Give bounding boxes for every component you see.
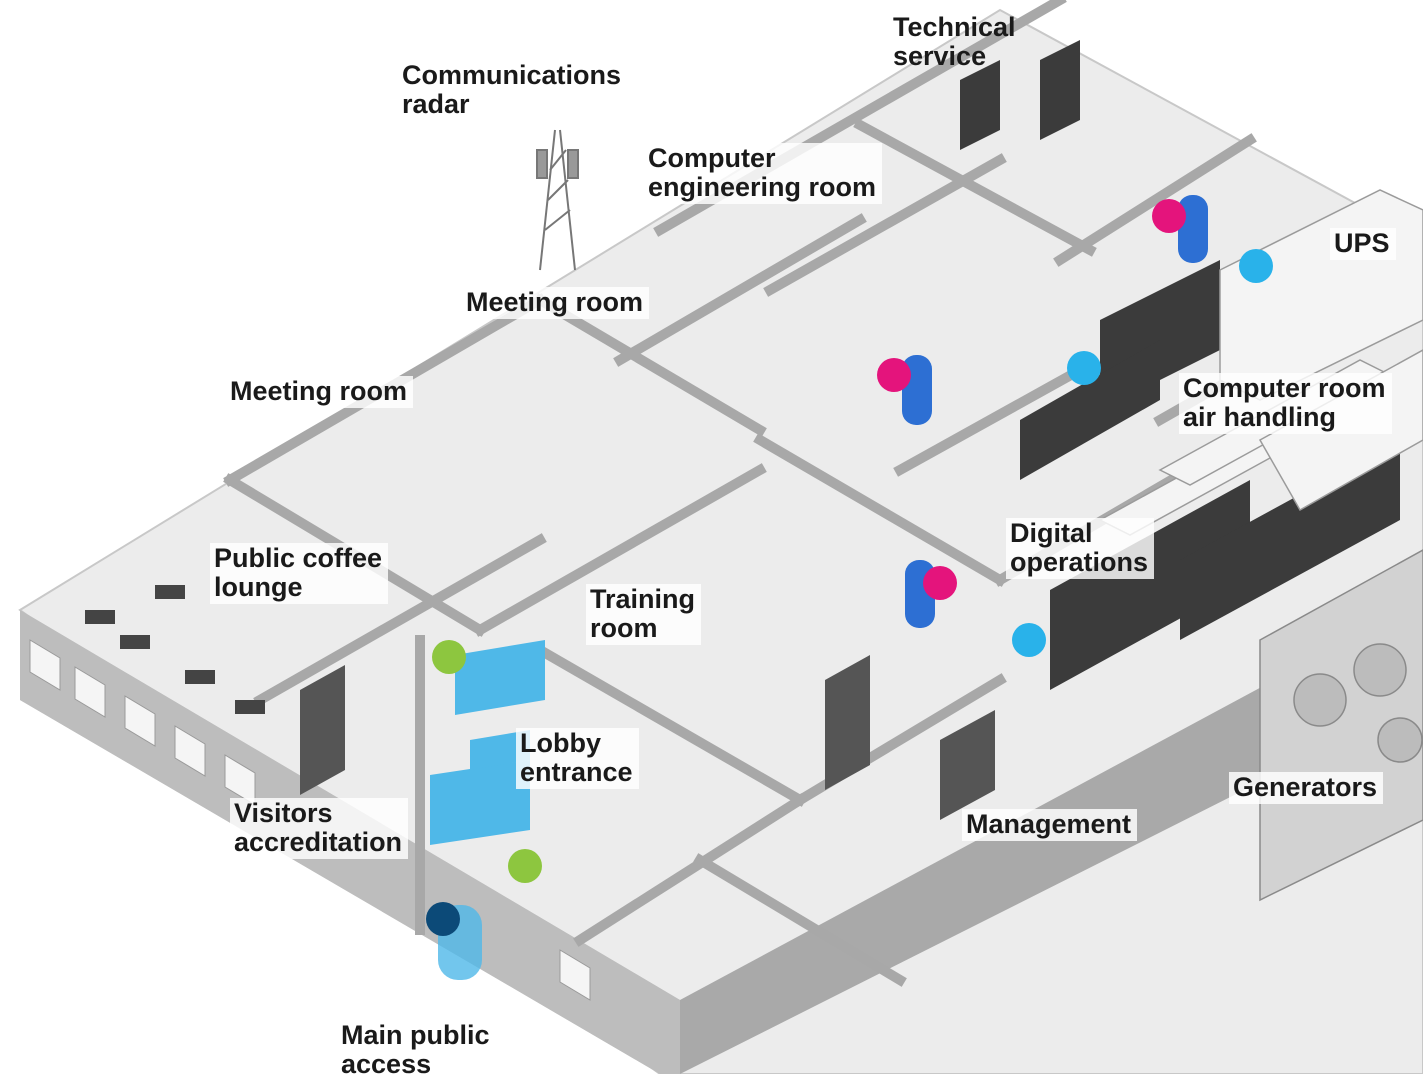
- marker-pink-meeting: [877, 358, 911, 392]
- label-meeting-room-left: Meeting room: [226, 376, 414, 408]
- label-training-room: Training room: [586, 584, 702, 645]
- facade-windows: [29, 639, 591, 1001]
- label-meeting-room-upper: Meeting room: [462, 287, 650, 319]
- label-main-public-access: Main public access: [341, 1020, 490, 1079]
- marker-green-lobby-lower: [508, 849, 542, 883]
- label-management: Management: [962, 809, 1138, 841]
- label-computer-engineering-room: Computer engineering room: [644, 143, 883, 204]
- label-public-coffee-lounge: Public coffee lounge: [210, 543, 389, 604]
- lounge-sofas: [85, 585, 265, 714]
- marker-pink-digital: [923, 566, 957, 600]
- marker-navy-main-access: [426, 902, 460, 936]
- marker-cyan-digital: [1012, 623, 1046, 657]
- marker-green-lobby-upper: [432, 640, 466, 674]
- vending-machines: [300, 655, 995, 820]
- label-computer-room-air-handling: Computer room air handling: [1179, 373, 1392, 434]
- label-lobby-entrance: Lobby entrance: [516, 728, 639, 789]
- lobby-turnstiles: [430, 640, 545, 845]
- label-visitors-accreditation: Visitors accreditation: [230, 798, 409, 859]
- label-technical-service: Technical service: [893, 12, 1016, 71]
- server-racks: [960, 40, 1400, 690]
- radio-tower: [536, 129, 579, 271]
- label-ups: UPS: [1330, 228, 1396, 260]
- label-digital-operations: Digital operations: [1006, 518, 1155, 579]
- label-generators: Generators: [1229, 772, 1384, 804]
- label-communications-radar: Communications radar: [402, 60, 622, 119]
- marker-cyan-ups: [1239, 249, 1273, 283]
- generators-units: [1259, 549, 1423, 902]
- marker-cyan-air-handling: [1067, 351, 1101, 385]
- marker-pink-technical: [1152, 199, 1186, 233]
